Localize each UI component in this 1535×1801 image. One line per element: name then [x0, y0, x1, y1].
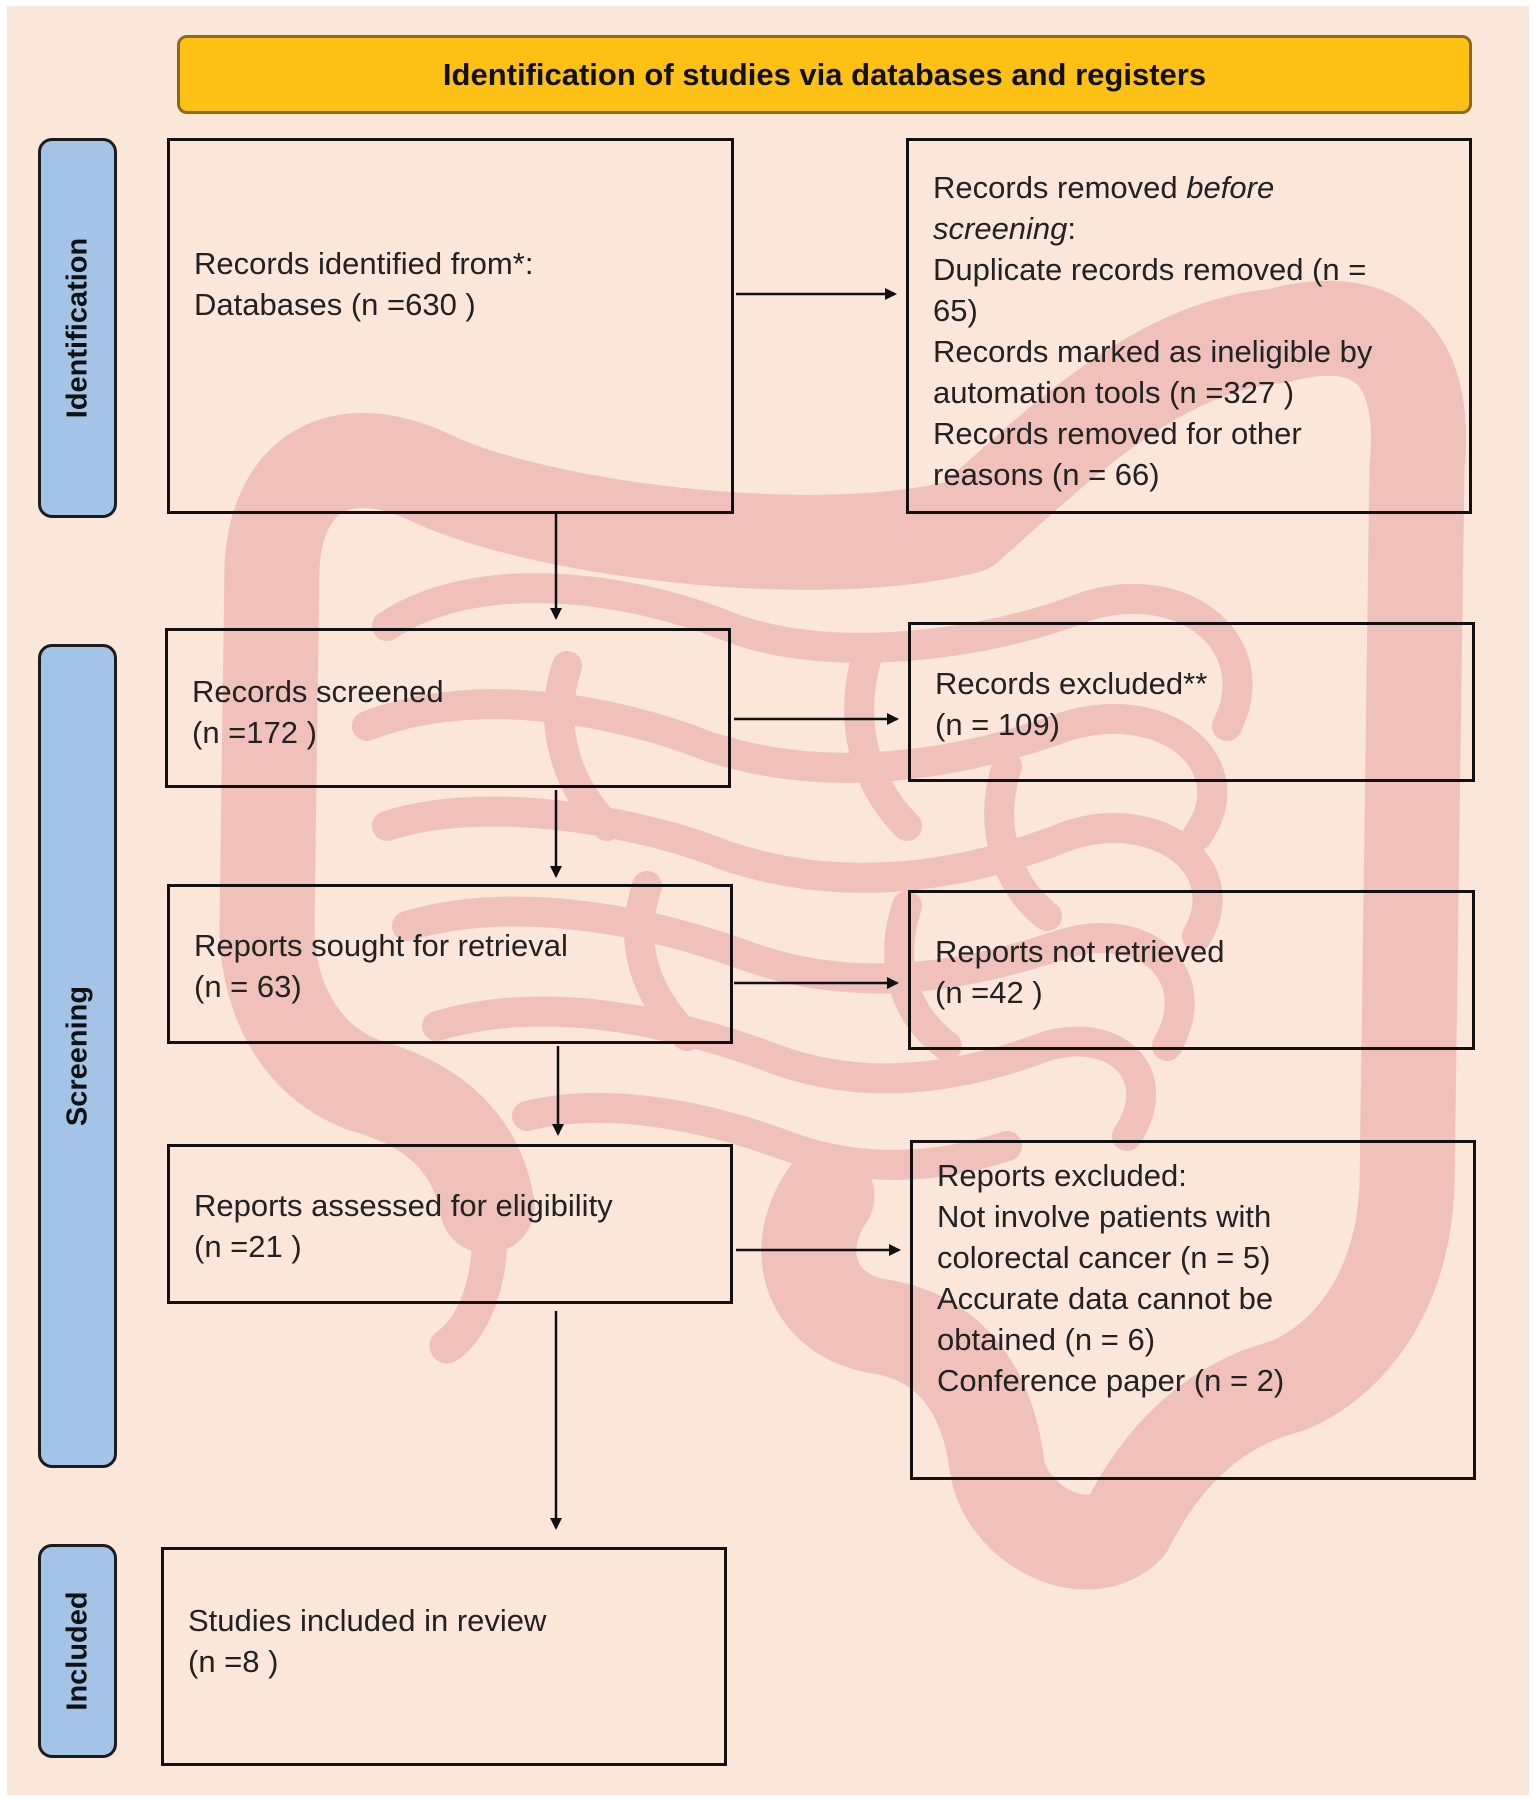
reports-excluded-line-5: obtained (n = 6): [937, 1322, 1156, 1357]
records-removed-box: Records removed before screening: Duplic…: [906, 138, 1472, 514]
records-removed-line-8: reasons (n = 66): [933, 457, 1160, 492]
reports-not-retrieved-line-2: (n =42 ): [935, 975, 1043, 1010]
studies-included-line-2: (n =8 ): [188, 1644, 279, 1679]
records-identified-line-2: Databases (n =630 ): [194, 287, 476, 322]
records-excluded-box: Records excluded** (n = 109): [908, 622, 1475, 782]
large-intestine-illustration: [219, 280, 1466, 1590]
records-removed-line-6: automation tools (n =327 ): [933, 375, 1295, 410]
records-screened-line-2: (n =172 ): [192, 715, 317, 750]
stage-included: Included: [38, 1544, 117, 1758]
reports-assessed-line-2: (n =21 ): [194, 1229, 302, 1264]
reports-not-retrieved-line-1: Reports not retrieved: [935, 934, 1225, 969]
records-excluded-line-2: (n = 109): [935, 707, 1060, 742]
prisma-flow-diagram: Identification of studies via databases …: [7, 6, 1529, 1795]
studies-included-box: Studies included in review (n =8 ): [161, 1547, 727, 1766]
reports-not-retrieved-box: Reports not retrieved (n =42 ): [908, 890, 1475, 1050]
reports-excluded-line-6: Conference paper (n = 2): [937, 1363, 1285, 1398]
records-screened-box: Records screened (n =172 ): [165, 628, 731, 788]
reports-sought-line-2: (n = 63): [194, 969, 302, 1004]
reports-sought-line-1: Reports sought for retrieval: [194, 928, 568, 963]
stage-screening: Screening: [38, 644, 117, 1468]
records-removed-line-1: Records removed before: [933, 170, 1275, 205]
stage-identification: Identification: [38, 138, 117, 518]
records-excluded-line-1: Records excluded**: [935, 666, 1208, 701]
reports-sought-box: Reports sought for retrieval (n = 63): [167, 884, 733, 1044]
records-screened-line-1: Records screened: [192, 674, 444, 709]
diagram-title: Identification of studies via databases …: [442, 56, 1207, 92]
reports-assessed-line-1: Reports assessed for eligibility: [194, 1188, 613, 1223]
reports-excluded-line-2: Not involve patients with: [937, 1199, 1272, 1234]
reports-excluded-box: Reports excluded: Not involve patients w…: [910, 1140, 1476, 1480]
reports-excluded-line-1: Reports excluded:: [937, 1158, 1187, 1193]
diagram-header-banner: Identification of studies via databases …: [177, 35, 1472, 114]
reports-excluded-line-4: Accurate data cannot be: [937, 1281, 1274, 1316]
records-removed-line-4: 65): [933, 293, 978, 328]
records-removed-line-3: Duplicate records removed (n =: [933, 252, 1367, 287]
records-removed-line-7: Records removed for other: [933, 416, 1302, 451]
reports-assessed-box: Reports assessed for eligibility (n =21 …: [167, 1144, 733, 1304]
reports-excluded-line-3: colorectal cancer (n = 5): [937, 1240, 1271, 1275]
flow-arrows: [550, 288, 901, 1530]
records-removed-line-2: screening:: [933, 211, 1077, 246]
records-identified-box: Records identified from*: Databases (n =…: [167, 138, 734, 514]
records-identified-line-1: Records identified from*:: [194, 246, 534, 281]
studies-included-line-1: Studies included in review: [188, 1603, 547, 1638]
records-removed-line-5: Records marked as ineligible by: [933, 334, 1373, 369]
